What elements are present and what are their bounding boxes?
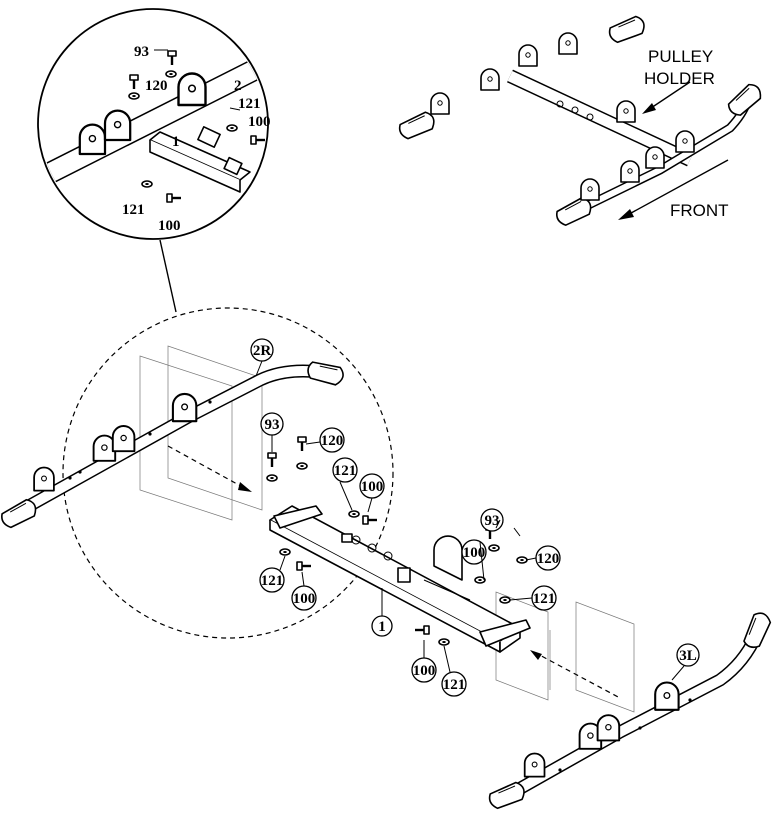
rail-3l bbox=[486, 609, 774, 811]
insert-arrow-left-head bbox=[238, 482, 252, 492]
bubble-1: 1 bbox=[378, 619, 386, 635]
rail-2r bbox=[0, 358, 346, 531]
insert-arrow-left bbox=[167, 445, 249, 491]
bubble-93-right: 93 bbox=[485, 513, 500, 529]
crossbar-1 bbox=[269, 505, 531, 653]
bubble-120-left: 120 bbox=[321, 433, 344, 449]
pulley-holder-label-line2: HOLDER bbox=[644, 69, 715, 88]
insert-arrow-right bbox=[533, 651, 621, 699]
detail-leader-line bbox=[159, 239, 177, 313]
bubble-100-left-lower: 100 bbox=[293, 591, 316, 607]
bubble-100-left-upper: 100 bbox=[361, 479, 384, 495]
leader-lines bbox=[255, 360, 685, 681]
detail-callout-circle bbox=[62, 307, 394, 639]
label-121: 121 bbox=[238, 96, 261, 112]
bubble-121-right-upper: 121 bbox=[533, 591, 556, 607]
label-93: 93 bbox=[134, 44, 149, 60]
label-120: 120 bbox=[145, 78, 168, 94]
bubble-2r: 2R bbox=[253, 343, 272, 359]
bubble-121-right-lower: 121 bbox=[443, 677, 466, 693]
bubble-121-left-upper: 121 bbox=[334, 463, 357, 479]
hardware bbox=[266, 435, 528, 646]
label-1: 1 bbox=[172, 134, 180, 150]
overview-assembly bbox=[396, 13, 765, 228]
bubble-3l: 3L bbox=[679, 648, 697, 664]
label-100-bottom: 100 bbox=[158, 218, 181, 234]
callout-bubbles bbox=[250, 338, 700, 697]
insert-arrow-right-head bbox=[530, 650, 542, 660]
label-121-bottom: 121 bbox=[122, 202, 145, 218]
label-100: 100 bbox=[248, 114, 271, 130]
bubble-100-right-upper: 100 bbox=[463, 545, 486, 561]
pulley-holder-label: PULLEY bbox=[648, 47, 713, 66]
detail-view bbox=[37, 8, 269, 240]
bubble-120-right: 120 bbox=[537, 551, 560, 567]
front-label: FRONT bbox=[670, 201, 729, 220]
bubble-93-left: 93 bbox=[265, 417, 280, 433]
label-2: 2 bbox=[234, 78, 242, 94]
bubble-121-left-lower: 121 bbox=[261, 573, 284, 589]
bubble-100-right-lower: 100 bbox=[413, 663, 436, 679]
